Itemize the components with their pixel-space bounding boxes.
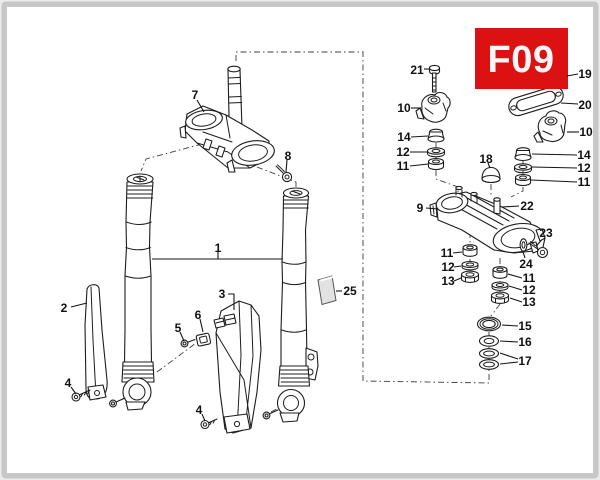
fork-tube-left xyxy=(121,173,155,411)
figure-code-badge: F09 xyxy=(475,28,568,89)
callout-13: 13 xyxy=(441,274,455,288)
callout-leader-11 xyxy=(452,251,463,254)
callout-9: 9 xyxy=(417,201,424,215)
callout-23: 23 xyxy=(539,226,553,240)
callout-19: 19 xyxy=(578,67,592,81)
callout-leader-22 xyxy=(501,205,520,208)
callout-11: 11 xyxy=(397,159,410,173)
callout-leader-12 xyxy=(531,166,578,169)
callout-10: 10 xyxy=(397,101,411,115)
callout-11: 11 xyxy=(441,246,454,260)
clamp-block-6 xyxy=(195,332,212,347)
callout-leader-14 xyxy=(531,153,578,156)
callout-2: 2 xyxy=(61,301,68,315)
callout-leader-12 xyxy=(508,285,523,291)
callout-20: 20 xyxy=(578,98,592,112)
callout-22: 22 xyxy=(520,199,534,213)
callout-11: 11 xyxy=(578,175,591,189)
bolt-21 xyxy=(428,64,441,93)
callout-leader-20 xyxy=(560,102,579,105)
bushing-14-right xyxy=(514,147,532,162)
callout-leader-4 xyxy=(70,386,77,395)
callout-leader-23 xyxy=(542,237,546,248)
callout-5: 5 xyxy=(175,321,182,335)
fork-guard-right xyxy=(213,300,262,434)
fork-guard-left xyxy=(84,284,108,401)
callout-leader-8 xyxy=(285,159,288,173)
callout-10: 10 xyxy=(579,125,593,139)
bolt-4-left xyxy=(71,389,91,402)
callout-leader-5 xyxy=(179,331,185,342)
bolt-23 xyxy=(528,241,549,259)
callout-leader-11 xyxy=(409,163,429,167)
bolt-axle-left xyxy=(109,397,126,408)
callout-leader-19 xyxy=(566,73,579,77)
bolt-axle-right xyxy=(262,409,279,420)
callout-leader-17 xyxy=(499,361,519,365)
callout-leader-2 xyxy=(70,302,88,308)
cap-18 xyxy=(481,166,501,184)
callout-leader-12 xyxy=(453,265,462,268)
figure-code-text: F09 xyxy=(488,39,555,81)
callout-1: 1 xyxy=(215,241,222,255)
callout-leader-18 xyxy=(487,162,491,169)
triple-clamp-upper xyxy=(429,185,546,254)
callout-11: 11 xyxy=(523,271,536,285)
callout-17: 17 xyxy=(518,354,532,368)
callout-14: 14 xyxy=(577,148,591,162)
bushing-11-left xyxy=(427,157,445,171)
callout-3: 3 xyxy=(219,287,226,301)
triple-clamp-lower xyxy=(179,65,275,173)
callout-leader-17 xyxy=(499,352,519,360)
stack-lower xyxy=(476,316,502,370)
callout-leader-9 xyxy=(425,207,439,210)
callout-8: 8 xyxy=(285,149,292,163)
callout-6: 6 xyxy=(195,308,202,322)
callout-7: 7 xyxy=(192,88,199,102)
callout-leader-13 xyxy=(509,297,523,303)
callout-12: 12 xyxy=(522,283,536,297)
callout-leader-14 xyxy=(410,135,429,138)
callout-leader-11 xyxy=(530,179,578,183)
bushing-14-left xyxy=(427,128,445,143)
callout-24: 24 xyxy=(519,257,533,271)
callout-15: 15 xyxy=(518,319,532,333)
bolt-5 xyxy=(180,339,196,348)
stack-mid-left xyxy=(460,244,480,283)
riser-left xyxy=(415,92,451,123)
callout-21: 21 xyxy=(410,63,424,77)
callout-leader-3 xyxy=(228,293,235,310)
fork-tube-right xyxy=(276,187,319,423)
callout-leader-4 xyxy=(201,413,206,422)
callout-25: 25 xyxy=(343,284,357,298)
callout-12: 12 xyxy=(577,161,591,175)
callout-leader-16 xyxy=(499,340,519,343)
callout-leader-13 xyxy=(453,277,462,282)
washer-24 xyxy=(519,238,528,252)
callout-leader-6 xyxy=(199,318,204,333)
figure-code-box xyxy=(475,28,568,89)
bushing-11-right xyxy=(514,173,532,187)
callout-12: 12 xyxy=(396,145,410,159)
callout-leader-15 xyxy=(501,324,519,327)
stack-mid-right xyxy=(490,266,510,304)
washer-12-right xyxy=(513,163,533,174)
washer-12-left xyxy=(426,147,446,158)
callout-13: 13 xyxy=(522,295,536,309)
sticker-25 xyxy=(317,275,337,306)
callout-4: 4 xyxy=(65,376,72,390)
callout-18: 18 xyxy=(479,152,493,166)
callout-leader-11 xyxy=(507,273,523,279)
callout-14: 14 xyxy=(397,130,411,144)
riser-right xyxy=(533,110,567,143)
callout-leader-7 xyxy=(196,99,205,113)
callout-leader-24 xyxy=(522,251,526,259)
bolt-8 xyxy=(275,164,293,183)
callout-16: 16 xyxy=(518,335,532,349)
callout-12: 12 xyxy=(441,260,455,274)
handlebar-bracket-20 xyxy=(508,85,564,117)
callout-4: 4 xyxy=(196,403,203,417)
